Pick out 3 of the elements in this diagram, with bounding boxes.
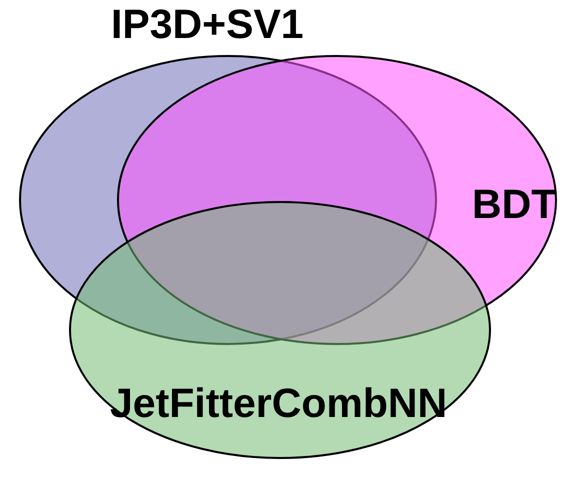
set-label: BDT [472, 184, 556, 225]
set-label: IP3D+SV1 [111, 4, 304, 45]
set-label: JetFitterCombNN [110, 383, 448, 424]
